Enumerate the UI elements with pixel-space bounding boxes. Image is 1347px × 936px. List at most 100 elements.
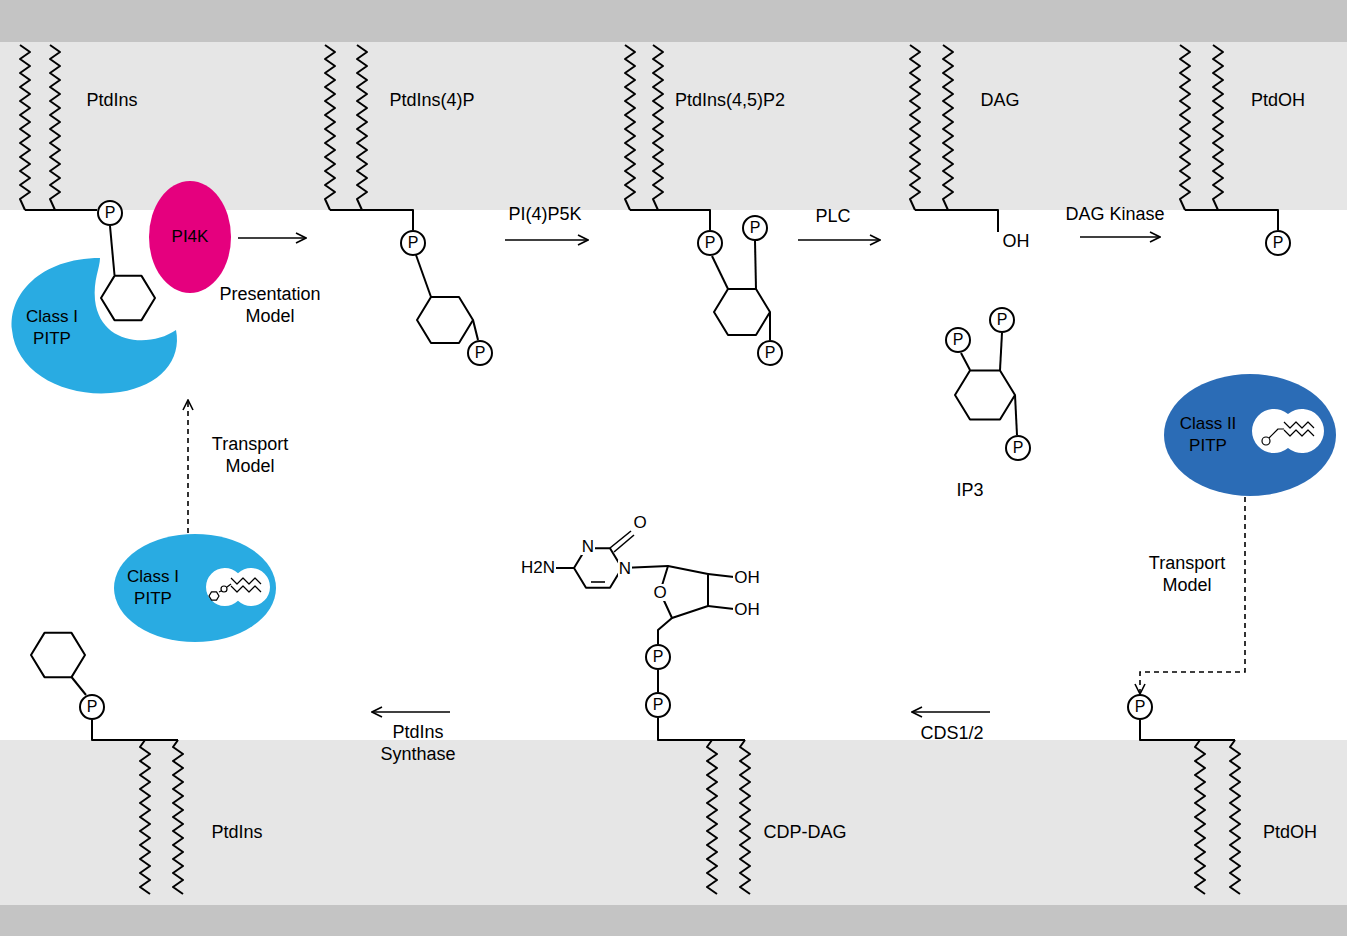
- enzyme-label: PLC: [815, 206, 850, 226]
- fatty-acyl-tail: [1230, 740, 1240, 894]
- membrane-edge: [0, 0, 1347, 42]
- fatty-acyl-tail: [1213, 45, 1223, 210]
- label-wrap: PI(4)P5K: [508, 203, 581, 226]
- phosphate-label: P: [408, 235, 419, 251]
- atom-label: OH: [734, 600, 760, 619]
- bound-lipid-head: [1262, 437, 1270, 445]
- phosphate-circle: P: [400, 230, 426, 256]
- bond-line: [416, 255, 431, 297]
- class1-pitp-shape: [114, 534, 276, 642]
- label-wrap: Presentation Model: [210, 283, 330, 328]
- bond-line: [110, 226, 115, 275]
- bond-line: [708, 606, 734, 609]
- phosphate-label: P: [475, 345, 486, 361]
- bond-line: [556, 567, 574, 569]
- label-wrap: Transport Model: [203, 433, 298, 478]
- reaction-arrow: [798, 239, 880, 241]
- atom-label: OH: [734, 568, 760, 587]
- bound-lipid: [219, 591, 221, 592]
- kinase-ellipse: [149, 181, 231, 293]
- label-wrap: OH: [733, 569, 761, 586]
- bond-line: [591, 581, 605, 583]
- label-wrap: PLC: [815, 205, 850, 228]
- phosphate-circle: P: [467, 340, 493, 366]
- phosphate-label: P: [87, 699, 98, 715]
- label-wrap: CDP-DAG: [763, 821, 846, 844]
- kinase-ellipse: PI4K: [148, 180, 232, 294]
- shape-outline: [8, 252, 188, 400]
- phosphate-label: P: [1135, 699, 1146, 715]
- class2-pitp-protein: Class II PITP: [1162, 373, 1338, 497]
- fatty-acyl-tail: [1180, 45, 1190, 210]
- membrane-band: [0, 740, 1347, 905]
- fatty-acyl-tail: [910, 45, 920, 210]
- bound-lipid: [1284, 422, 1314, 428]
- inositol-ring: [955, 370, 1015, 419]
- bond-line: [473, 320, 478, 340]
- fatty-acyl-tail: [943, 45, 953, 210]
- label-wrap: PtdIns Synthase: [361, 721, 476, 766]
- transport-arrow: [1140, 497, 1245, 694]
- fatty-acyl-tail: [140, 740, 150, 894]
- phosphate-circle: P: [989, 307, 1015, 333]
- phosphate-label: P: [653, 697, 664, 713]
- class1-pitp-shape: [12, 258, 177, 393]
- reaction-arrow: [505, 239, 588, 241]
- bound-lipid: [1284, 430, 1314, 436]
- bound-lipid-head: [221, 586, 227, 592]
- phosphate-label: P: [1013, 440, 1024, 456]
- label-wrap: PtdOH: [1251, 89, 1305, 112]
- protein-label: PI4K: [150, 226, 230, 248]
- inositol-ring: [417, 297, 473, 343]
- phosphate-circle: P: [79, 694, 105, 720]
- label-wrap: OH: [733, 601, 761, 618]
- phosphate-circle: P: [645, 644, 671, 670]
- lipid-name: PtdOH: [1263, 822, 1317, 842]
- reaction-arrow: [238, 237, 306, 239]
- edge-label: Transport Model: [1149, 553, 1225, 596]
- bond-line: [712, 256, 728, 289]
- enzyme-label: DAG Kinase: [1065, 204, 1164, 224]
- class2-pitp-shape: [1164, 374, 1336, 496]
- label-wrap: PtdIns: [211, 821, 262, 844]
- bound-lipid: [1269, 429, 1284, 438]
- phosphate-label: P: [997, 312, 1008, 328]
- lipid-name: PtdIns(4)P: [389, 90, 474, 110]
- enzyme-label: PtdIns Synthase: [380, 722, 455, 765]
- label-wrap: PI4K: [150, 226, 230, 248]
- lipid-name: PtdIns: [86, 90, 137, 110]
- label-wrap: H2N: [520, 559, 556, 576]
- label-wrap: N: [618, 560, 632, 577]
- label-wrap: PtdIns(4,5)P2: [675, 89, 785, 112]
- glycerol-backbone: [1140, 720, 1235, 740]
- protein-label: Class I PITP: [119, 566, 187, 610]
- phosphate-circle: P: [742, 215, 768, 241]
- atom-label: H2N: [521, 558, 555, 577]
- fatty-acyl-tail: [625, 45, 635, 210]
- metabolite-name: IP3: [956, 480, 983, 500]
- label-wrap: PtdOH: [1263, 821, 1317, 844]
- label-wrap: CDS1/2: [920, 722, 983, 745]
- label-wrap: Class I PITP: [17, 306, 87, 350]
- shape-outline: [113, 533, 277, 643]
- atom-label: O: [633, 513, 646, 532]
- phosphate-label: P: [653, 649, 664, 665]
- phosphate-circle: P: [1005, 435, 1031, 461]
- glycerol-backbone: [25, 209, 97, 211]
- label-wrap: PtdIns(4)P: [389, 89, 474, 112]
- label-wrap: Class I PITP: [119, 566, 187, 610]
- label-wrap: O: [652, 584, 667, 601]
- lipid-name: PtdIns: [211, 822, 262, 842]
- label-wrap: DAG Kinase: [1065, 203, 1164, 226]
- reaction-arrow: [1080, 236, 1160, 238]
- phosphate-label: P: [765, 345, 776, 361]
- fatty-acyl-tail: [740, 740, 750, 894]
- model-note: Presentation Model: [219, 284, 320, 327]
- phosphate-label: P: [1273, 235, 1284, 251]
- bond-line: [755, 241, 756, 289]
- lipid-name: PtdIns(4,5)P2: [675, 90, 785, 110]
- bond-line: [658, 618, 672, 644]
- edge-label: Transport Model: [212, 434, 288, 477]
- inositol-ring: [31, 633, 85, 677]
